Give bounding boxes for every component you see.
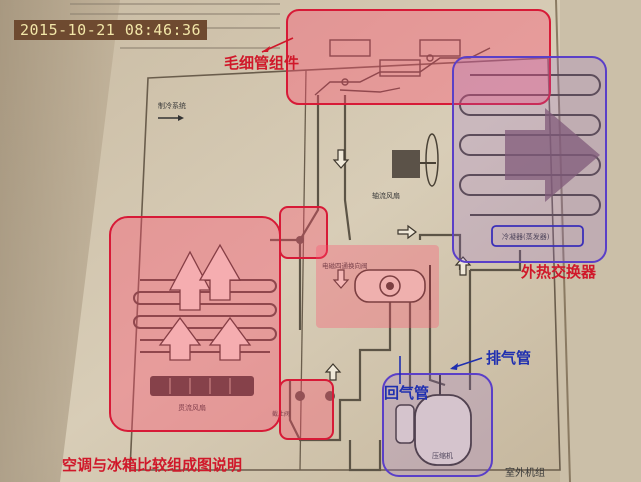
heat-flow-arrow <box>505 108 600 202</box>
return-pipe-annotation: 回气管 <box>384 384 430 402</box>
axial-fan <box>392 133 439 187</box>
exhaust-pipe-annotation: 排气管 <box>486 349 532 367</box>
indoor-flow-arrows <box>158 243 252 361</box>
outdoor-hx-highlight <box>452 56 607 263</box>
legend-arrow <box>158 115 184 121</box>
annotation-pointers <box>261 37 483 384</box>
pipe-joint-highlight-top <box>279 206 328 259</box>
compressor-label: 压缩机 <box>432 451 453 460</box>
left-page-shadow <box>0 0 120 482</box>
diagram-divider <box>299 69 307 471</box>
legend-title: 制冷系统 <box>158 101 186 110</box>
page-text-lines <box>70 3 280 49</box>
condenser-label: 冷凝器(蒸发器) <box>502 232 550 241</box>
four-way-valve-label: 电磁四通换向阀 <box>322 261 368 270</box>
four-way-valve-highlight <box>316 245 439 328</box>
compressor-highlight <box>382 373 493 477</box>
timestamp-overlay: 2015-10-21 08:46:36 <box>14 20 208 40</box>
four-way-valve-drawing <box>354 265 431 310</box>
condenser-label-box <box>491 225 584 247</box>
compressor-drawing <box>395 375 472 466</box>
outdoor-fan-label: 轴流风扇 <box>372 191 400 200</box>
indoor-fan-label: 贯流风扇 <box>178 403 206 412</box>
caption-annotation: 空调与冰箱比较组成图说明 <box>62 456 243 474</box>
diagram-frame <box>129 57 561 471</box>
crossflow-fan <box>150 376 254 396</box>
outdoor-hx-annotation: 外热交换器 <box>521 263 597 281</box>
valve-label: 截止阀 <box>272 410 290 418</box>
right-page-edge <box>555 0 571 482</box>
capillary-annotation: 毛细管组件 <box>224 54 300 72</box>
indoor-unit-highlight <box>109 216 281 432</box>
highlight-boxes <box>109 9 607 477</box>
outdoor-unit-label: 室外机组 <box>505 466 545 479</box>
right-margin <box>560 0 641 482</box>
flow-arrows <box>324 149 472 381</box>
pipe-joint-highlight-bottom <box>279 379 334 440</box>
